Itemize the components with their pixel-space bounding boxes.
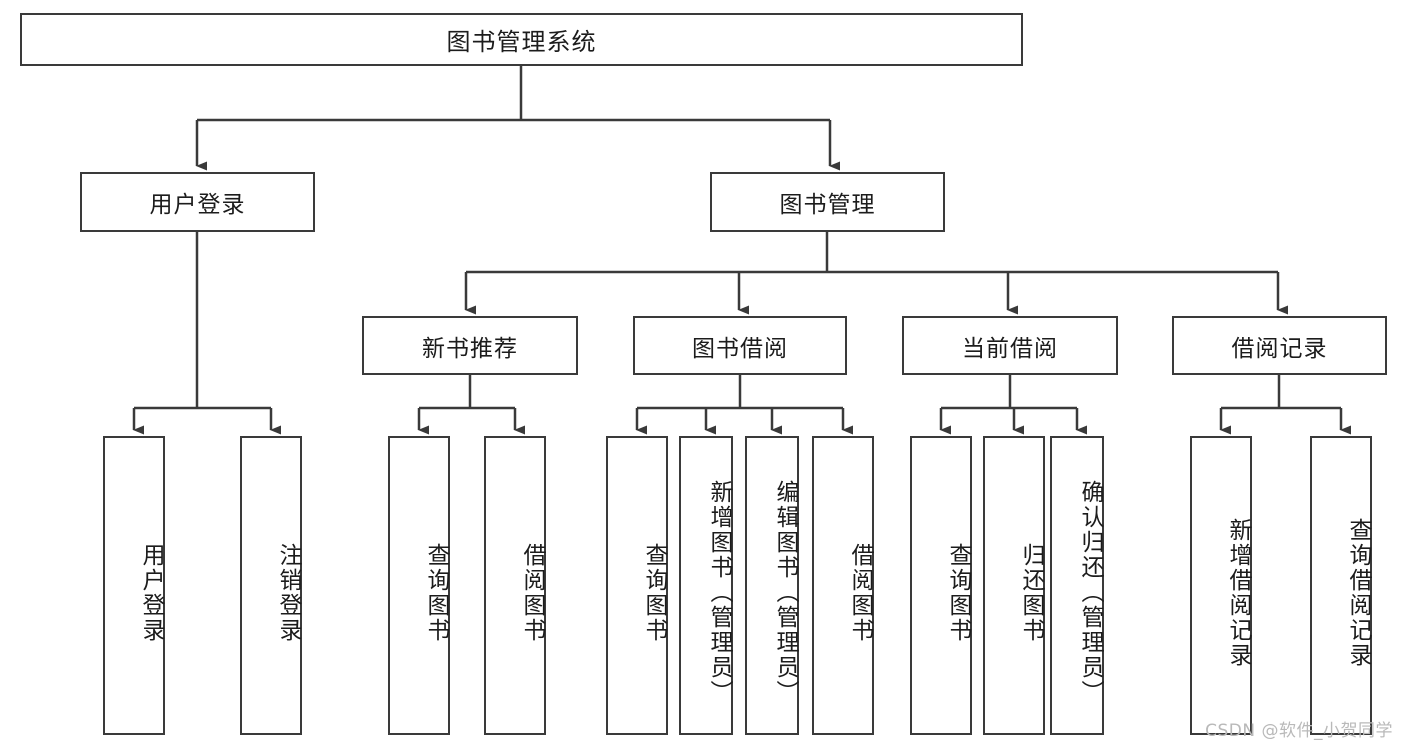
edge-newbook-to-leaves — [417, 375, 525, 435]
edge-root-to-level2 — [195, 66, 840, 171]
node-user-login[interactable]: 用户登录 — [80, 172, 315, 232]
node-label: 查询图书 — [423, 542, 449, 643]
node-label: 借阅图书 — [847, 542, 873, 643]
node-new-book-recommendation[interactable]: 新书推荐 — [362, 316, 578, 375]
node-label: 借阅记录 — [1231, 335, 1328, 362]
node-label: 注销登录 — [275, 542, 301, 643]
leaf-query-borrow-record[interactable]: 查询借阅记录 — [1310, 436, 1372, 735]
node-label: 查询图书 — [641, 542, 667, 643]
leaf-confirm-return-admin[interactable]: 确认归还（管理员） — [1050, 436, 1104, 735]
leaf-return-books[interactable]: 归还图书 — [983, 436, 1045, 735]
edge-current-to-leaves — [939, 375, 1087, 435]
edge-borrow-to-leaves — [635, 375, 853, 435]
node-label: 查询借阅记录 — [1345, 517, 1371, 668]
leaf-logout[interactable]: 注销登录 — [240, 436, 302, 735]
leaf-query-books-borrowing[interactable]: 查询图书 — [606, 436, 668, 735]
node-label: 查询图书 — [945, 542, 971, 643]
node-label: 借阅图书 — [519, 542, 545, 643]
node-label: 当前借阅 — [962, 335, 1058, 362]
leaf-borrow-books-newbook[interactable]: 借阅图书 — [484, 436, 546, 735]
node-label: 图书管理 — [779, 192, 876, 218]
edge-userlogin-to-leaves — [132, 232, 281, 435]
leaf-edit-book-admin[interactable]: 编辑图书（管理员） — [745, 436, 799, 735]
node-label: 新增图书（管理员） — [706, 480, 732, 705]
leaf-borrow-books-borrowing[interactable]: 借阅图书 — [812, 436, 874, 735]
leaf-query-books-newbook[interactable]: 查询图书 — [388, 436, 450, 735]
node-book-management[interactable]: 图书管理 — [710, 172, 945, 232]
node-label: 用户登录 — [138, 542, 164, 643]
node-label: 新增借阅记录 — [1225, 517, 1251, 668]
node-label: 确认归还（管理员） — [1077, 480, 1103, 705]
leaf-add-borrow-record[interactable]: 新增借阅记录 — [1190, 436, 1252, 735]
node-label: 图书管理系统 — [446, 28, 597, 56]
node-book-borrowing[interactable]: 图书借阅 — [633, 316, 847, 375]
leaf-user-login[interactable]: 用户登录 — [103, 436, 165, 735]
node-label: 编辑图书（管理员） — [772, 480, 798, 705]
edge-records-to-leaves — [1219, 375, 1351, 435]
node-root-book-management-system[interactable]: 图书管理系统 — [20, 13, 1023, 66]
node-label: 用户登录 — [149, 192, 246, 218]
leaf-add-book-admin[interactable]: 新增图书（管理员） — [679, 436, 733, 735]
node-label: 新书推荐 — [422, 335, 518, 362]
node-current-borrowing[interactable]: 当前借阅 — [902, 316, 1118, 375]
leaf-query-books-current[interactable]: 查询图书 — [910, 436, 972, 735]
edge-bookmgmt-to-level3 — [464, 232, 1288, 315]
node-label: 图书借阅 — [692, 335, 788, 362]
node-label: 归还图书 — [1018, 542, 1044, 643]
node-borrow-records[interactable]: 借阅记录 — [1172, 316, 1387, 375]
